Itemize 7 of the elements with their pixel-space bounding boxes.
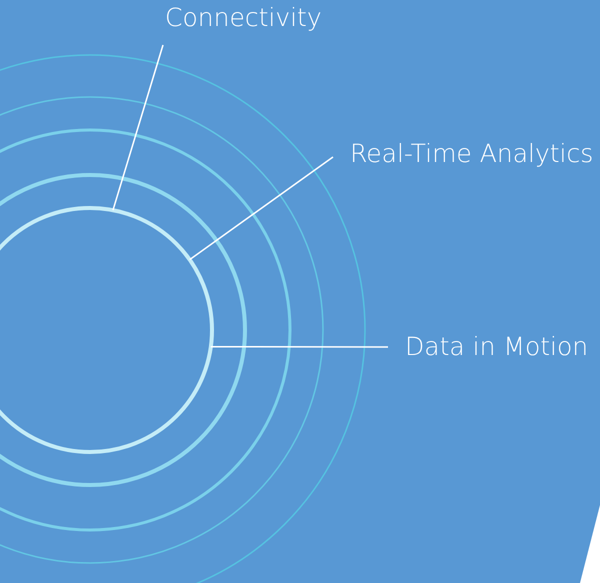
leader-line [210,346,388,348]
label-text: Data in Motion [405,332,588,362]
inner-ring [0,206,214,454]
leader-line [189,156,334,260]
label-text: Real-Time Analytics [350,139,594,169]
label-text: Connectivity [165,3,322,33]
leader-line [112,44,164,210]
